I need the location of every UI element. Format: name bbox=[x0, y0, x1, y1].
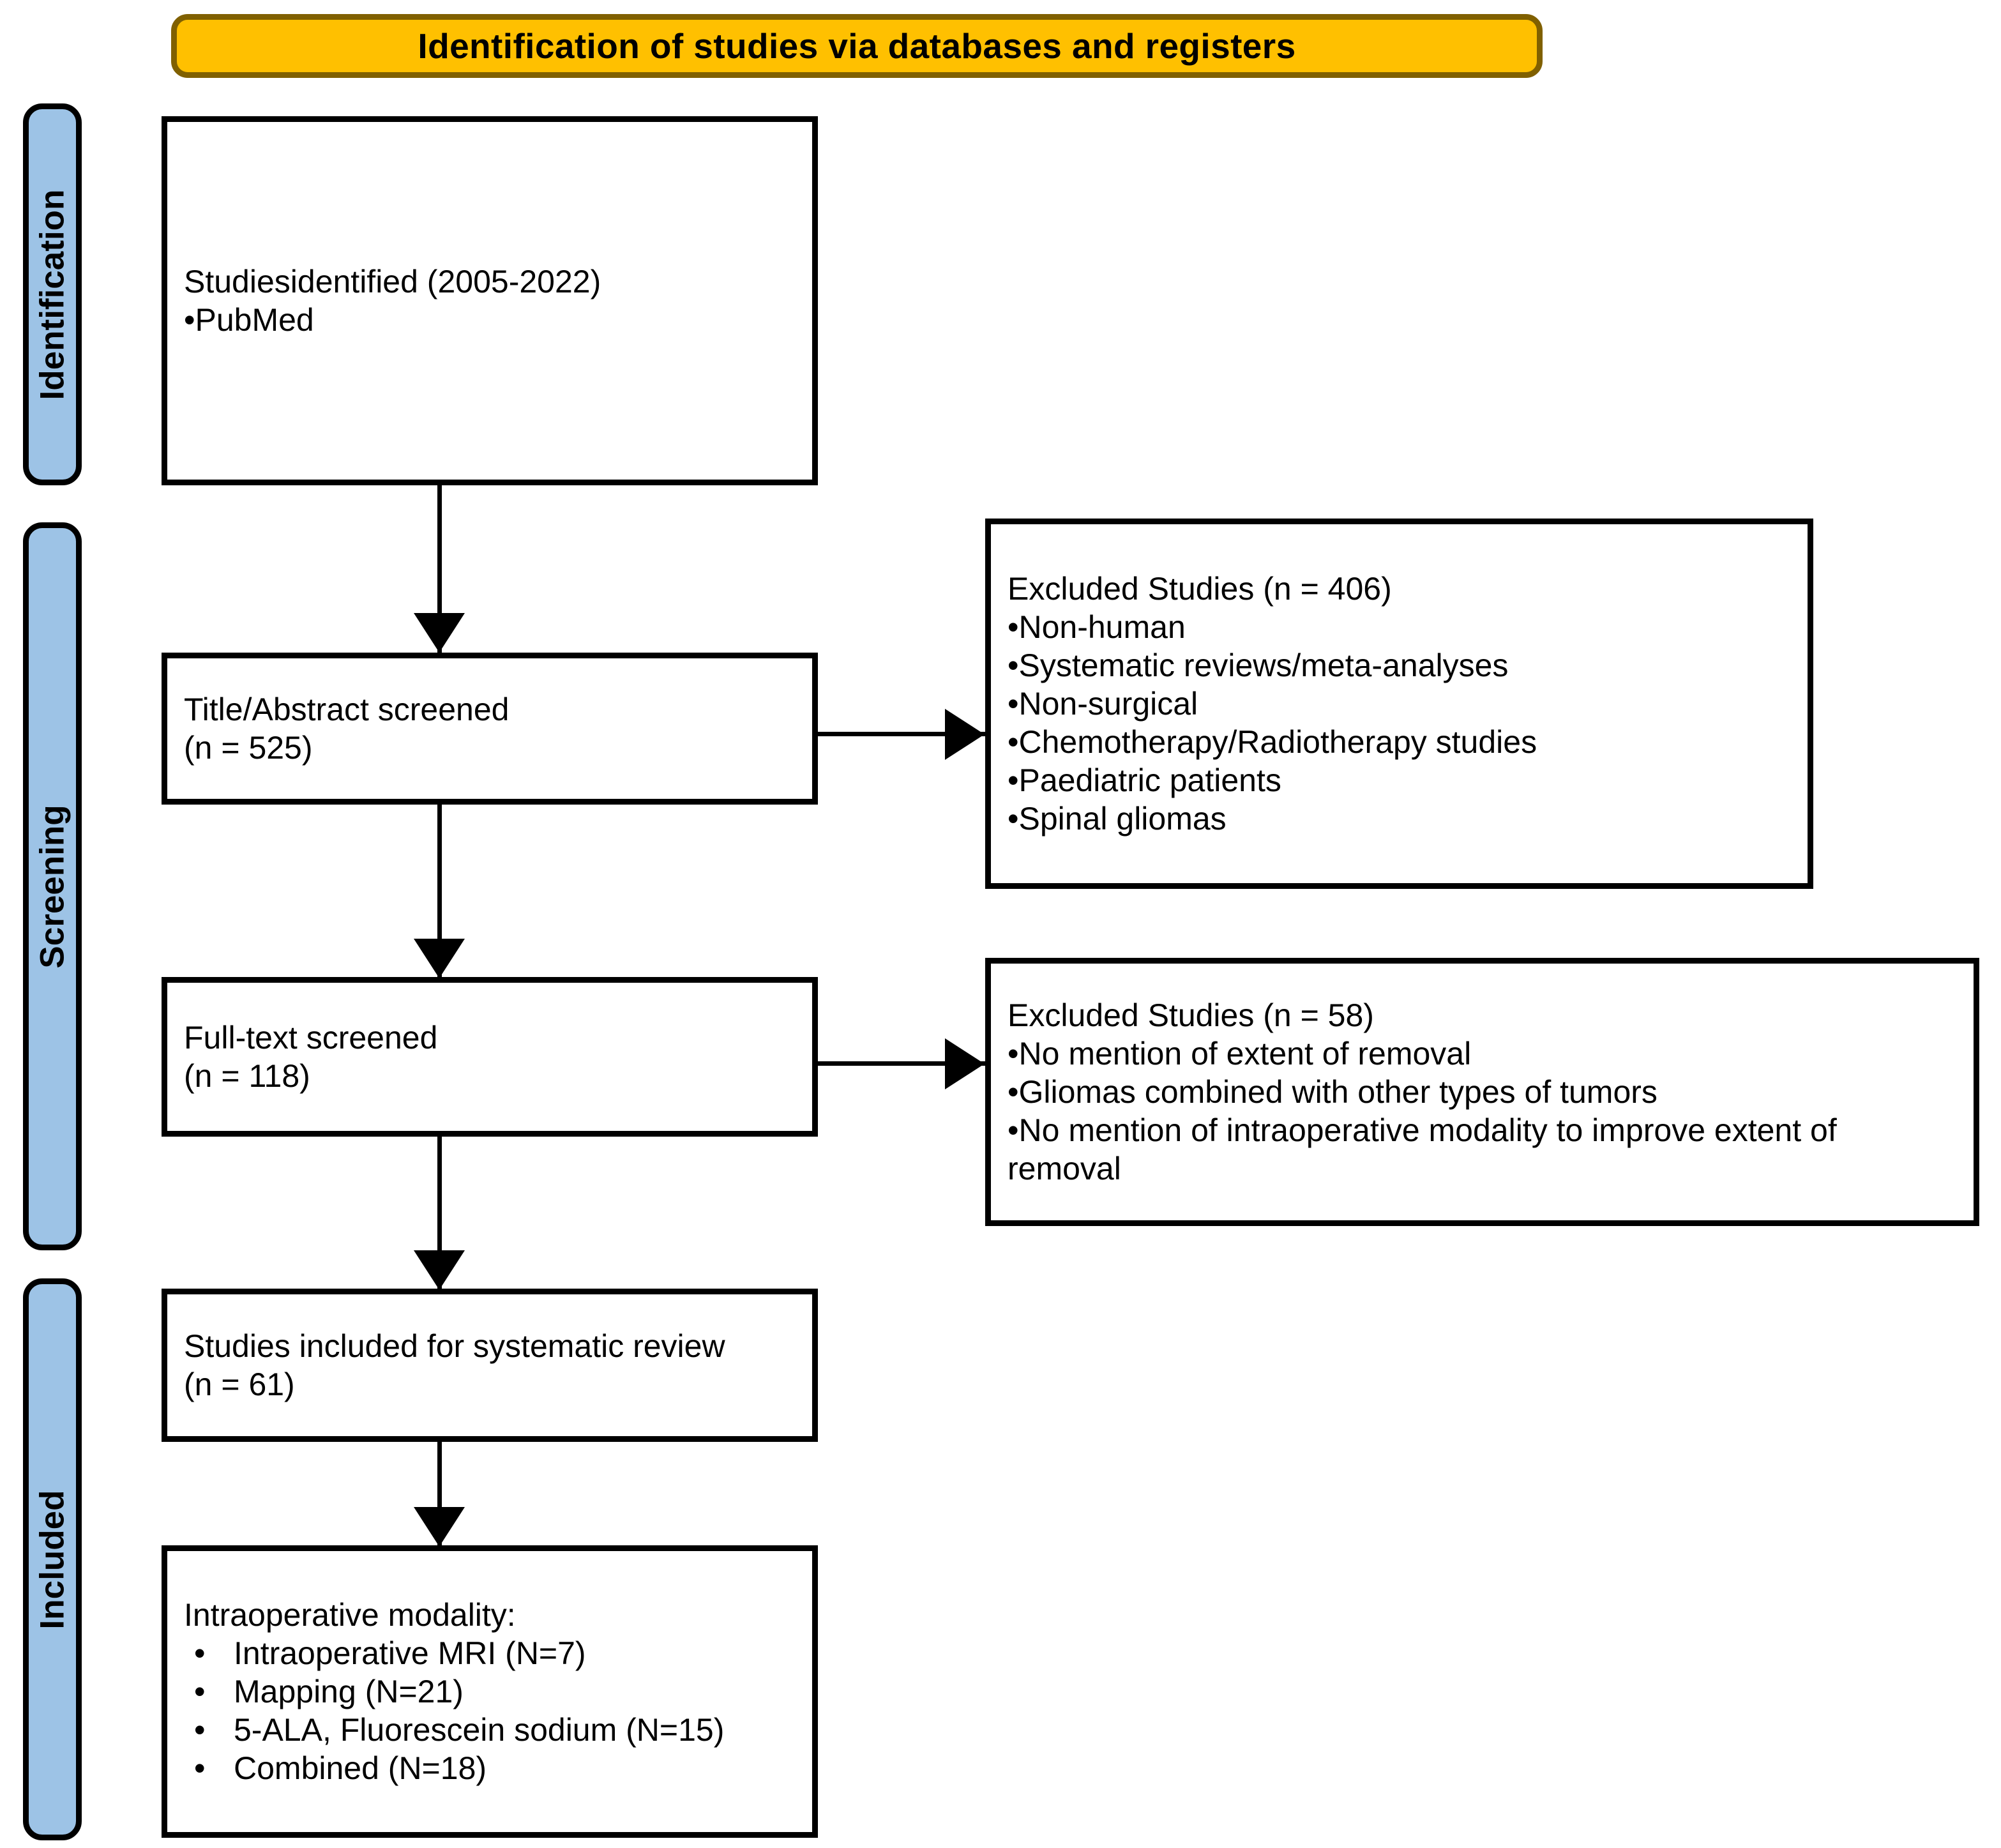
phase-rail-identification-label: Identification bbox=[33, 189, 72, 400]
modality-list-item: • 5-ALA, Fluorescein sodium (N=15) bbox=[184, 1711, 796, 1749]
modality-list-item: • Combined (N=18) bbox=[184, 1749, 796, 1787]
full-text-line-2: (n = 118) bbox=[184, 1058, 310, 1094]
included-review-line-1: Studies included for systematic review bbox=[184, 1328, 725, 1364]
excluded-2-reason: •No mention of extent of removal bbox=[1008, 1036, 1472, 1072]
connector-included-review-to-modalities bbox=[437, 1442, 442, 1549]
arrow-down-icon-full-text-to-included-review bbox=[414, 1250, 465, 1290]
box-excluded-studies-2: Excluded Studies (n = 58) •No mention of… bbox=[985, 958, 1979, 1226]
box-studies-identified: Studiesidentified (2005-2022) •PubMed bbox=[162, 116, 818, 485]
connector-title-abstract-to-excluded-1 bbox=[818, 732, 985, 736]
excluded-1-reason: •Non-surgical bbox=[1008, 686, 1198, 722]
modality-list-item: • Mapping (N=21) bbox=[184, 1672, 796, 1711]
connector-full-text-to-excluded-2 bbox=[818, 1061, 985, 1066]
phase-rail-screening-label: Screening bbox=[33, 804, 72, 969]
excluded-2-reason: •Gliomas combined with other types of tu… bbox=[1008, 1074, 1657, 1110]
connector-full-text-to-included-review bbox=[437, 1137, 442, 1289]
arrow-right-icon-title-abstract-to-excluded-1 bbox=[945, 709, 985, 760]
title-abstract-line-1: Title/Abstract screened bbox=[184, 692, 510, 727]
modality-label: Combined (N=18) bbox=[234, 1750, 487, 1786]
arrow-right-icon-full-text-to-excluded-2 bbox=[945, 1038, 985, 1089]
excluded-2-heading: Excluded Studies (n = 58) bbox=[1008, 997, 1374, 1033]
bullet-icon: • bbox=[194, 1750, 206, 1786]
bullet-icon: • bbox=[194, 1674, 206, 1709]
studies-identified-line-2: •PubMed bbox=[184, 302, 314, 338]
excluded-1-heading: Excluded Studies (n = 406) bbox=[1008, 571, 1392, 607]
bullet-icon: • bbox=[194, 1635, 206, 1671]
arrow-down-icon-identified-to-title-abstract bbox=[414, 613, 465, 653]
excluded-1-reason: •Systematic reviews/meta-analyses bbox=[1008, 648, 1509, 683]
excluded-1-reason: •Non-human bbox=[1008, 609, 1186, 645]
phase-rail-included-label: Included bbox=[33, 1490, 72, 1629]
modality-label: 5-ALA, Fluorescein sodium (N=15) bbox=[234, 1712, 725, 1748]
phase-rail-identification: Identification bbox=[23, 103, 82, 485]
connector-title-abstract-to-full-text bbox=[437, 805, 442, 977]
included-review-line-2: (n = 61) bbox=[184, 1367, 295, 1402]
box-excluded-studies-1: Excluded Studies (n = 406) •Non-human •S… bbox=[985, 519, 1813, 889]
box-studies-included-systematic-review: Studies included for systematic review (… bbox=[162, 1289, 818, 1442]
excluded-1-reason: •Chemotherapy/Radiotherapy studies bbox=[1008, 724, 1537, 760]
excluded-2-reason: •No mention of intraoperative modality t… bbox=[1008, 1112, 1846, 1186]
arrow-down-icon-title-abstract-to-full-text bbox=[414, 939, 465, 978]
modality-label: Intraoperative MRI (N=7) bbox=[234, 1635, 586, 1671]
modalities-heading: Intraoperative modality: bbox=[184, 1597, 516, 1633]
excluded-1-reason: •Paediatric patients bbox=[1008, 762, 1281, 798]
modality-list-item: • Intraoperative MRI (N=7) bbox=[184, 1634, 796, 1672]
excluded-1-reason: •Spinal gliomas bbox=[1008, 801, 1227, 837]
box-title-abstract-screened: Title/Abstract screened (n = 525) bbox=[162, 653, 818, 805]
diagram-title: Identification of studies via databases … bbox=[418, 26, 1296, 66]
arrow-down-icon-included-review-to-modalities bbox=[414, 1507, 465, 1547]
bullet-icon: • bbox=[194, 1712, 206, 1748]
box-full-text-screened: Full-text screened (n = 118) bbox=[162, 977, 818, 1137]
connector-identified-to-title-abstract bbox=[437, 485, 442, 653]
box-intraoperative-modality: Intraoperative modality: • Intraoperativ… bbox=[162, 1545, 818, 1838]
phase-rail-screening: Screening bbox=[23, 522, 82, 1250]
title-abstract-line-2: (n = 525) bbox=[184, 730, 313, 766]
full-text-line-1: Full-text screened bbox=[184, 1020, 438, 1056]
modality-label: Mapping (N=21) bbox=[234, 1674, 464, 1709]
diagram-header-banner: Identification of studies via databases … bbox=[171, 14, 1543, 78]
studies-identified-line-1: Studiesidentified (2005-2022) bbox=[184, 264, 601, 299]
phase-rail-included: Included bbox=[23, 1278, 82, 1840]
